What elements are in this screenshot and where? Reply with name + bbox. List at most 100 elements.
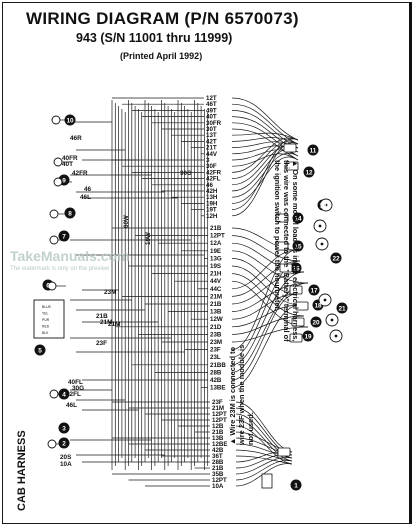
switch-pin: [318, 224, 322, 228]
connector-number: 8: [68, 210, 72, 217]
wire-fan: [231, 137, 299, 145]
connector-number: 17: [310, 287, 318, 294]
connector-number-badge: [290, 479, 302, 491]
wire-fan: [231, 132, 299, 141]
pin-color-label: BLK: [42, 331, 49, 335]
wire-label-bottom: 36T: [212, 453, 223, 460]
wire-label-bottom: 10A: [212, 483, 224, 490]
wire-label-upper: 42H: [206, 188, 218, 195]
wire-label-upper: 42T: [206, 138, 217, 145]
connector-plug: [275, 241, 289, 251]
wire-label-lower: 13B: [210, 309, 222, 316]
connector-plug: [283, 143, 297, 153]
connector-number-badge: [292, 240, 304, 252]
left-wire-label: 10A: [60, 461, 72, 468]
wire-label-upper: 3: [206, 157, 210, 164]
pin-color-label: RED: [42, 325, 50, 329]
wire-label-bottom: 23F: [212, 399, 223, 406]
wire-fan: [231, 249, 297, 290]
wire-label-upper: 19H: [206, 200, 218, 207]
wire-label-lower: 21M: [210, 293, 222, 300]
wire-label-bottom: 12PT: [212, 477, 227, 484]
wire-fan: [231, 293, 297, 320]
cab-harness-label: CAB HARNESS: [16, 430, 28, 511]
wire-label-upper: 21T: [206, 145, 217, 152]
lamp-symbol: [49, 389, 59, 399]
wire-label-bottom: 28B: [212, 459, 224, 466]
connector-number: 7: [62, 233, 66, 240]
vertical-wire-label: 19W: [145, 232, 152, 245]
connector-number: 22: [332, 255, 340, 262]
connector-number: 19: [304, 333, 312, 340]
left-wire-label: 23M: [104, 289, 116, 296]
wire-fan: [231, 137, 299, 173]
wire-label-bottom: 21M: [212, 405, 224, 412]
wire-fan: [231, 293, 297, 381]
wire-fan: [231, 110, 299, 149]
connector-number-badge: [330, 252, 342, 264]
connector-number: 2: [62, 440, 66, 447]
connector-plug: [289, 285, 303, 295]
page-frame: [2, 2, 412, 524]
wire-fan: [235, 419, 293, 462]
wire-label-upper: 12H: [206, 213, 218, 220]
left-wire-label: 46R: [70, 135, 82, 142]
wire-label-upper: 13T: [206, 132, 217, 139]
wire-fan: [235, 449, 293, 462]
left-wire-label: 46L: [66, 402, 77, 409]
wire-label-lower: 21B: [210, 301, 222, 308]
connector-number: 11: [310, 147, 317, 154]
wire-fan: [231, 271, 305, 366]
connector-number-badge: [336, 302, 348, 314]
wire-fan: [235, 463, 293, 487]
connector-plug: [279, 263, 293, 273]
connector-number: 5: [38, 347, 42, 354]
connector-plug: [295, 301, 309, 311]
lamp-symbol: [49, 235, 59, 245]
module-note: ▲ Wire 23M is connected to wire 23F when…: [228, 344, 255, 445]
vertical-wire-label: 60W: [123, 215, 130, 228]
left-wire-label: 21M: [100, 319, 112, 326]
wire-label-lower: 23F: [210, 347, 221, 354]
wire-label-lower: 12A: [210, 240, 222, 247]
wire-fan: [231, 249, 297, 350]
wire-fan: [231, 273, 305, 317]
wire-fan: [231, 304, 301, 388]
switch-pin: [323, 298, 327, 302]
wire-fan: [235, 425, 293, 465]
wire-fan: [231, 250, 309, 284]
connector-number: 21: [338, 305, 346, 312]
wire-label-lower: 12W: [210, 316, 223, 323]
wire-label-bottom: 13B: [212, 435, 224, 442]
pin-color-label: BLUE: [42, 305, 52, 309]
wire-label-lower: 23M: [210, 339, 222, 346]
wire-fan: [231, 304, 301, 328]
left-wire-label: 23F: [96, 340, 107, 347]
connector-number: 4: [62, 391, 66, 398]
wire-label-lower: 44C: [210, 286, 222, 293]
wire-label-upper: 42FL: [206, 176, 221, 183]
connector-number: 20: [312, 319, 320, 326]
connector-number-badge: [58, 230, 70, 242]
left-wire-label: 30G: [72, 385, 84, 392]
wire-label-upper: 30T: [206, 126, 217, 133]
wire-label-lower: 12PT: [210, 233, 225, 240]
left-wire-label: 42FL: [66, 391, 81, 398]
connector-number: 3: [62, 425, 66, 432]
wire-fan: [231, 97, 299, 141]
connector-number-badge: [64, 207, 76, 219]
wire-fan: [235, 443, 293, 459]
wire-label-upper: 19T: [206, 207, 217, 214]
connector-plug: [289, 333, 303, 343]
connector-number: 15: [294, 243, 302, 250]
wire-fan: [231, 258, 297, 295]
wire-label-lower: 21BB: [210, 362, 226, 369]
diagram-subtitle: 943 (S/N 11001 thru 11999): [76, 31, 233, 45]
wire-label-upper: 44V: [206, 151, 218, 158]
wire-label-bottom: 42B: [212, 447, 224, 454]
wire-label-30g: 30G: [180, 170, 192, 177]
wire-fan: [231, 103, 299, 145]
wire-label-upper: 46: [206, 182, 213, 189]
